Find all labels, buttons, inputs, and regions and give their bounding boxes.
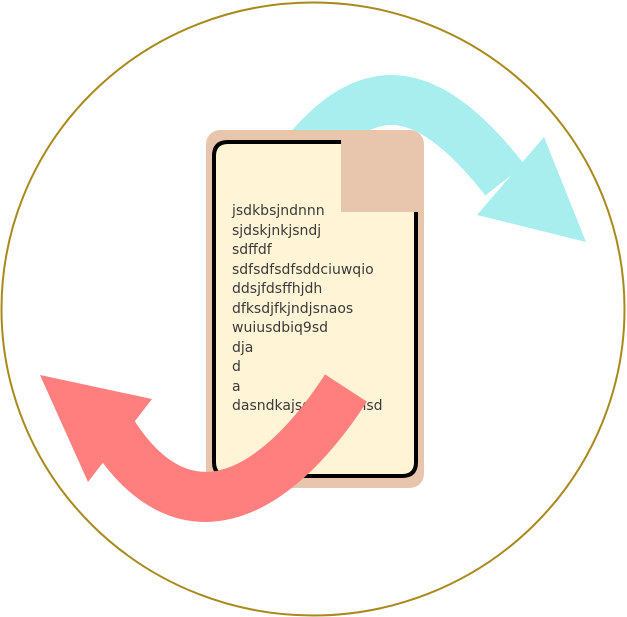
document-text-line: dfksdjfkjndjsnaos — [232, 300, 354, 317]
document-text-line: dja — [232, 339, 254, 356]
document-text-line: jsdkbsjndnnn — [232, 203, 325, 219]
document-corner-fold — [341, 132, 424, 212]
document-text-line: d — [232, 359, 241, 375]
cyan-arrow-head — [477, 137, 586, 242]
document-text-line: a — [232, 378, 241, 395]
document-text-line: dasndkajsdbjasdhnsd — [232, 398, 383, 414]
document-text-line: wuiusdbiq9sd — [232, 320, 329, 336]
document-text-line: sdfsdfsdfsddciuwqio — [232, 261, 374, 278]
document-text-line: sdffdf — [232, 242, 272, 258]
document-text-line: sjdskjnkjsndj — [232, 222, 322, 239]
document-text: jsdkbsjndnnn sjdskjnkjsndj sdffdf sdfsdfsdf… — [232, 202, 412, 417]
document-text-line: ddsjfdsffhjdh — [232, 281, 323, 297]
